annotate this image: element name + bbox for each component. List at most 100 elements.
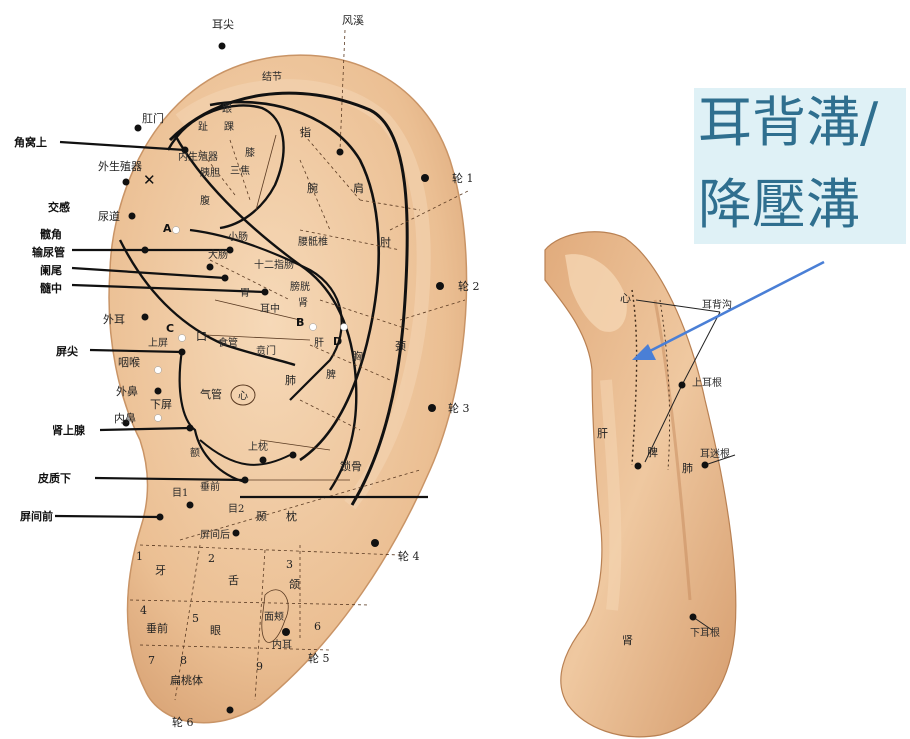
label-kidney: 肾 [298,297,308,309]
label-outer-nose: 外鼻 [116,384,138,398]
label-bladder: 膀胱 [290,280,310,293]
label-ear-apex: 耳尖 [212,18,234,31]
lobe-number-2: 2 [208,552,215,565]
label-subcortex: 皮质下 [37,471,71,485]
label-helix-3: 轮 3 [448,401,470,415]
label-screen-inter-back: 屏间后 [200,528,230,541]
label-helix-2: 轮 2 [458,279,480,293]
front-ear: ✕ 耳尖 风溪 结节 肛门 角窝上 外生殖器 交感 尿道 髋角 输尿管 阑尾 髓… [14,14,480,729]
callout-text-line-1: 耳背溝/ [698,92,878,154]
point-letter-a: A [163,222,172,235]
label-forehead: 额 [190,446,200,459]
label-outer-ear: 外耳 [103,313,125,326]
label-helix-heel: 耳中 [260,302,280,315]
label-screen-tip: 屏尖 [56,344,78,358]
label-uterus: 内生殖器 [178,150,218,163]
label-tongue: 舌 [228,574,239,587]
label-esophagus: 食管 [218,336,238,349]
label-adrenal: 肾上腺 [52,423,86,437]
label-wind-stream: 风溪 [342,14,364,27]
back-label-liver: 肝 [597,427,608,440]
label-marrow-mid: 髓中 [40,281,62,295]
label-large-intestine: 大肠 [208,248,228,261]
lobe-number-1: 1 [136,550,143,563]
point-letter-c: C [166,322,174,335]
back-ear: 心 耳背沟 上耳根 肝 脾 耳迷根 肺 肾 下耳根 [545,232,736,737]
point-letter-b: B [296,316,304,329]
label-anus: 肛门 [142,111,164,125]
back-label-heart: 心 [620,292,631,305]
label-lower-jaw: 垂前 [200,480,220,493]
label-elbow: 肘 [380,235,391,249]
label-helix-5: 轮 5 [308,651,330,665]
label-stomach: 胃 [240,287,250,299]
lobe-number-7: 7 [148,654,155,667]
label-liver: 肝 [314,337,324,349]
callout-text-line-2: 降壓溝 [698,174,860,236]
label-eye: 眼 [210,624,221,637]
label-ear-2: 目2 [228,504,244,515]
back-label-kidney: 肾 [622,634,633,647]
label-helix-4: 轮 4 [398,549,420,563]
back-label-groove: 耳背沟 [702,298,732,311]
label-trachea: 气管 [200,387,222,401]
label-upper-pillow: 上枕 [248,440,268,453]
label-ureter: 输尿管 [32,245,65,259]
back-label-lower-root: 下耳根 [690,626,720,639]
label-temple: 颞 [256,510,267,523]
label-abdomen: 腹 [200,194,210,207]
label-cardia: 贲门 [256,344,276,357]
label-clavicle: 锁骨 [340,459,362,473]
label-finger: 指 [300,125,311,139]
lobe-number-4: 4 [140,604,147,617]
label-sympathetic: 交感 [48,200,70,214]
lobe-number-3: 3 [286,558,293,571]
label-toe: 趾 [198,120,208,133]
label-small-intestine: 小肠 [228,231,248,243]
label-tonsil: 扁桃体 [170,673,203,687]
label-throat: 咽喉 [118,356,140,369]
back-label-upper-root: 上耳根 [692,376,722,389]
back-label-vagus-root: 耳迷根 [700,447,730,460]
label-lung: 肺 [285,374,296,387]
lobe-number-9: 9 [256,660,263,673]
label-inner-nose: 内鼻 [114,411,136,425]
label-helix-1: 轮 1 [452,171,474,185]
label-tooth: 牙 [155,564,166,577]
label-duodenum: 十二指肠 [254,258,294,271]
lobe-number-6: 6 [314,620,321,633]
label-lumbosacral: 腰骶椎 [298,235,328,248]
label-mouth: 口 [196,330,207,343]
label-jiaowo-upper: 角窝上 [14,135,47,149]
label-tubercle: 结节 [262,70,282,83]
lobe-number-5: 5 [192,612,199,625]
lobe-number-8: 8 [180,654,187,667]
label-pillow: 枕 [286,509,297,523]
label-neck: 颈 [395,340,406,353]
label-ext-genitals: 外生殖器 [98,159,142,173]
svg-text:✕: ✕ [143,171,156,189]
point-letter-d: D [333,335,342,348]
label-sanjiao: 三焦 [230,164,250,177]
label-lower-screen: 下屏 [150,398,172,411]
label-inner-ear: 内耳 [272,638,292,651]
label-shoulder: 肩 [353,181,364,195]
back-label-lung: 肺 [682,462,693,475]
label-knee: 膝 [245,146,255,159]
label-lower-jaw-tooth: 垂前 [146,621,168,635]
label-heart: 心 [238,390,248,402]
label-pancreas: 胰胆 [200,166,220,179]
label-chest: 胸 [352,349,363,363]
label-cheek: 面颊 [264,610,284,623]
label-jaw: 颌 [289,577,300,591]
label-wrist: 腕 [307,181,318,195]
label-upper-screen: 上屏 [148,337,168,349]
label-appendix: 阑尾 [40,263,62,277]
back-label-spleen: 脾 [647,445,658,459]
label-urethra: 尿道 [98,209,120,223]
label-heel: 跟 [222,103,232,115]
label-ear-1: 目1 [172,488,188,499]
label-spleen: 脾 [326,368,336,381]
label-ankle: 踝 [224,121,234,133]
label-inter-screen-front: 屏间前 [20,509,53,523]
